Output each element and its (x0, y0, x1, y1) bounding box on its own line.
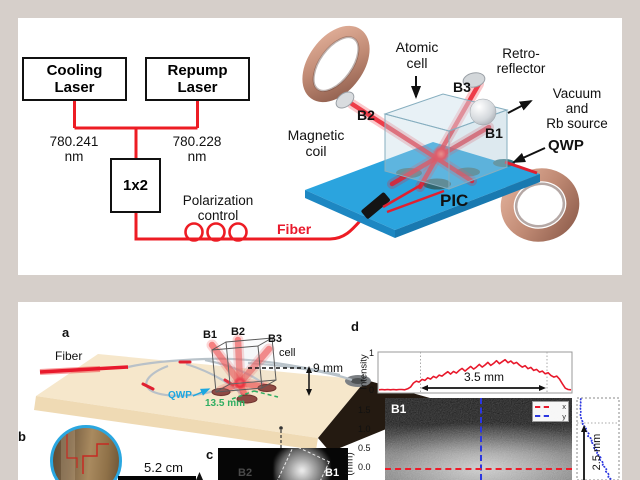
beam-height-2p5mm: 2.5 mm (590, 433, 603, 471)
y-profile-plot (576, 397, 620, 480)
chip-scale-5p2cm: 5.2 cm (144, 460, 184, 475)
mm-tick-1p5: 1.5 (358, 405, 371, 415)
legend-x-dash (535, 405, 549, 408)
chip-side-photo (118, 476, 196, 480)
legend-y-dash (535, 415, 549, 418)
panel-a-b1-label: B1 (202, 329, 218, 341)
vacuum-rb-label: Vacuum and Rb source (546, 86, 608, 132)
image-b1-label: B1 (391, 402, 407, 416)
qwp-arrow (192, 388, 211, 397)
cell-to-c-connector (279, 426, 283, 448)
cut-line-legend: x y (532, 401, 569, 422)
beam-width-3p5mm: 3.5 mm (463, 370, 505, 384)
scalebar-arrowhead (196, 472, 203, 480)
splitter-1x2-box: 1x2 (110, 158, 161, 213)
magnetic-coil-left (302, 25, 370, 103)
chip-photo-traces (61, 428, 109, 480)
dimension-13p5mm (231, 390, 279, 400)
beam-b2-label: B2 (238, 467, 253, 479)
intensity-tick-1: 1 (369, 348, 375, 358)
pic-label: PIC (440, 191, 469, 210)
beam-star (206, 334, 277, 405)
beam-b1-label: B1 (325, 467, 340, 479)
cooling-laser-box: Cooling Laser (22, 57, 127, 101)
beam-b3-label: B3 (453, 79, 471, 95)
repump-laser-box: Repump Laser (145, 57, 250, 101)
atomic-cell-label: Atomic cell (395, 39, 439, 71)
x-cut-line (385, 468, 572, 470)
beam-spot (274, 448, 330, 480)
atom-fluorescence-image: B1 x y (385, 398, 572, 480)
vacuum-rb-sphere (469, 98, 497, 126)
mm-tick-1p0: 1.0 (358, 424, 371, 434)
cooling-wavelength: 780.241 nm (49, 134, 99, 165)
fiber-connector (361, 192, 390, 219)
beam-b1-label: B1 (485, 125, 503, 141)
label-arrows (411, 76, 546, 163)
panel-a-b3-label: B3 (267, 333, 283, 345)
polarization-control-label: Polarization control (182, 193, 254, 224)
fiber-input (39, 360, 235, 391)
mm-axis-label: (mm) (344, 452, 356, 476)
cell-height-9mm: 9 mm (313, 361, 343, 375)
fiber-label: Fiber (277, 221, 312, 237)
panel-c-letter: c (206, 447, 214, 462)
panel-a-b2-label: B2 (230, 326, 246, 338)
panel-d-letter: d (351, 319, 359, 334)
qwp-label: QWP (548, 137, 584, 154)
repump-wavelength: 780.228 nm (172, 134, 222, 165)
legend-x-label: x (562, 402, 566, 411)
panel-b-letter: b (18, 429, 26, 444)
beam-spacing-13p5mm: 13.5 mm (205, 398, 246, 409)
panel-a-letter: a (62, 325, 70, 340)
mm-tick-0p0: 0.0 (358, 462, 371, 472)
panel-a-cell-label: cell (279, 347, 296, 359)
panel-a-qwp-label: QWP (168, 390, 192, 401)
chip-photo-inset (50, 425, 122, 480)
intensity-tick-0: 0 (369, 385, 375, 395)
cell-wireframe (211, 337, 277, 393)
y-cut-line (480, 398, 482, 480)
intensity-plot (377, 351, 573, 394)
retro-reflector-mirrors (335, 72, 486, 109)
legend-y-label: y (562, 411, 566, 421)
beam-camera-image: B2 B1 (218, 448, 348, 480)
dimension-9mm (248, 366, 312, 396)
mm-tick-0p5: 0.5 (358, 443, 371, 453)
panel-a-fiber-label: Fiber (55, 349, 83, 363)
magnetic-coil-label: Magnetic coil (287, 127, 345, 159)
beam-b2-label: B2 (357, 107, 375, 123)
retro-reflector-label: Retro- reflector (496, 46, 546, 77)
